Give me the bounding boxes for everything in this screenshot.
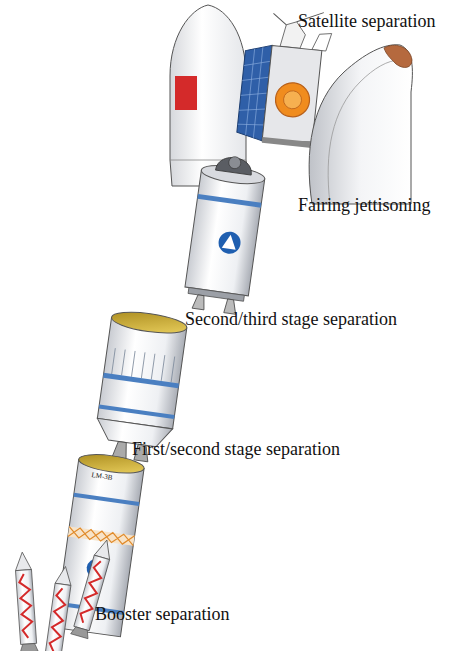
booster-part [71, 626, 91, 639]
second-stage-part-part [112, 348, 116, 374]
satellite-part-part [241, 90, 267, 98]
fairing-half-part [170, 5, 250, 186]
booster [13, 552, 38, 651]
booster [43, 565, 75, 651]
satellite-part [262, 137, 312, 148]
second-stage-part-part [161, 355, 165, 381]
third-stage-part [228, 156, 242, 170]
third-stage-part [197, 194, 261, 208]
stage-label: Second/third stage separation [185, 310, 397, 330]
third-stage-part [217, 230, 242, 255]
booster-part [20, 643, 39, 651]
third-stage-part [222, 234, 238, 250]
booster-part [49, 588, 68, 651]
first-stage-part [68, 527, 135, 546]
booster-part [19, 574, 33, 639]
fairing-half [309, 45, 412, 204]
satellite-part-part [244, 59, 271, 69]
booster-part [45, 583, 71, 651]
fairing-half [170, 5, 250, 186]
second-stage-part [99, 404, 175, 419]
satellite-part [274, 81, 311, 118]
third-stage [182, 152, 267, 315]
second-stage-part-part [141, 352, 145, 378]
stage-label: Fairing jettisoning [298, 196, 431, 216]
third-stage-part [192, 294, 206, 310]
booster-part [16, 570, 37, 645]
stage-label: Satellite separation [298, 12, 435, 32]
second-stage-part [97, 317, 186, 429]
third-stage-part [216, 155, 254, 175]
second-stage-part [103, 373, 179, 389]
second-stage-part [110, 308, 188, 336]
fairing-half-part [309, 45, 412, 204]
fairing-half-part [384, 45, 412, 67]
satellite-part-part [242, 74, 268, 83]
first-stage-part [68, 527, 135, 546]
satellite-part-part [246, 49, 255, 136]
booster-part [55, 565, 73, 585]
booster-part [14, 552, 31, 571]
second-stage-part-part [151, 354, 155, 380]
fairing-half-part [328, 60, 400, 204]
satellite-part [312, 32, 332, 52]
second-stage-part-part [131, 351, 135, 377]
satellite-part [283, 90, 303, 110]
first-stage-part [73, 493, 139, 506]
satellite-part [272, 13, 287, 24]
second-stage-part-part [122, 350, 126, 376]
satellite-part-part [238, 122, 264, 127]
stage-label: Booster separation [95, 605, 229, 625]
second-stage-part-part [171, 357, 175, 383]
stage-label: First/second stage separation [132, 440, 340, 460]
third-stage-part [185, 170, 265, 296]
fairing-half-part [175, 76, 197, 110]
rocket-marking: LM-3B [91, 472, 113, 483]
satellite-part-part [239, 106, 265, 113]
satellite-part-part [253, 47, 263, 138]
